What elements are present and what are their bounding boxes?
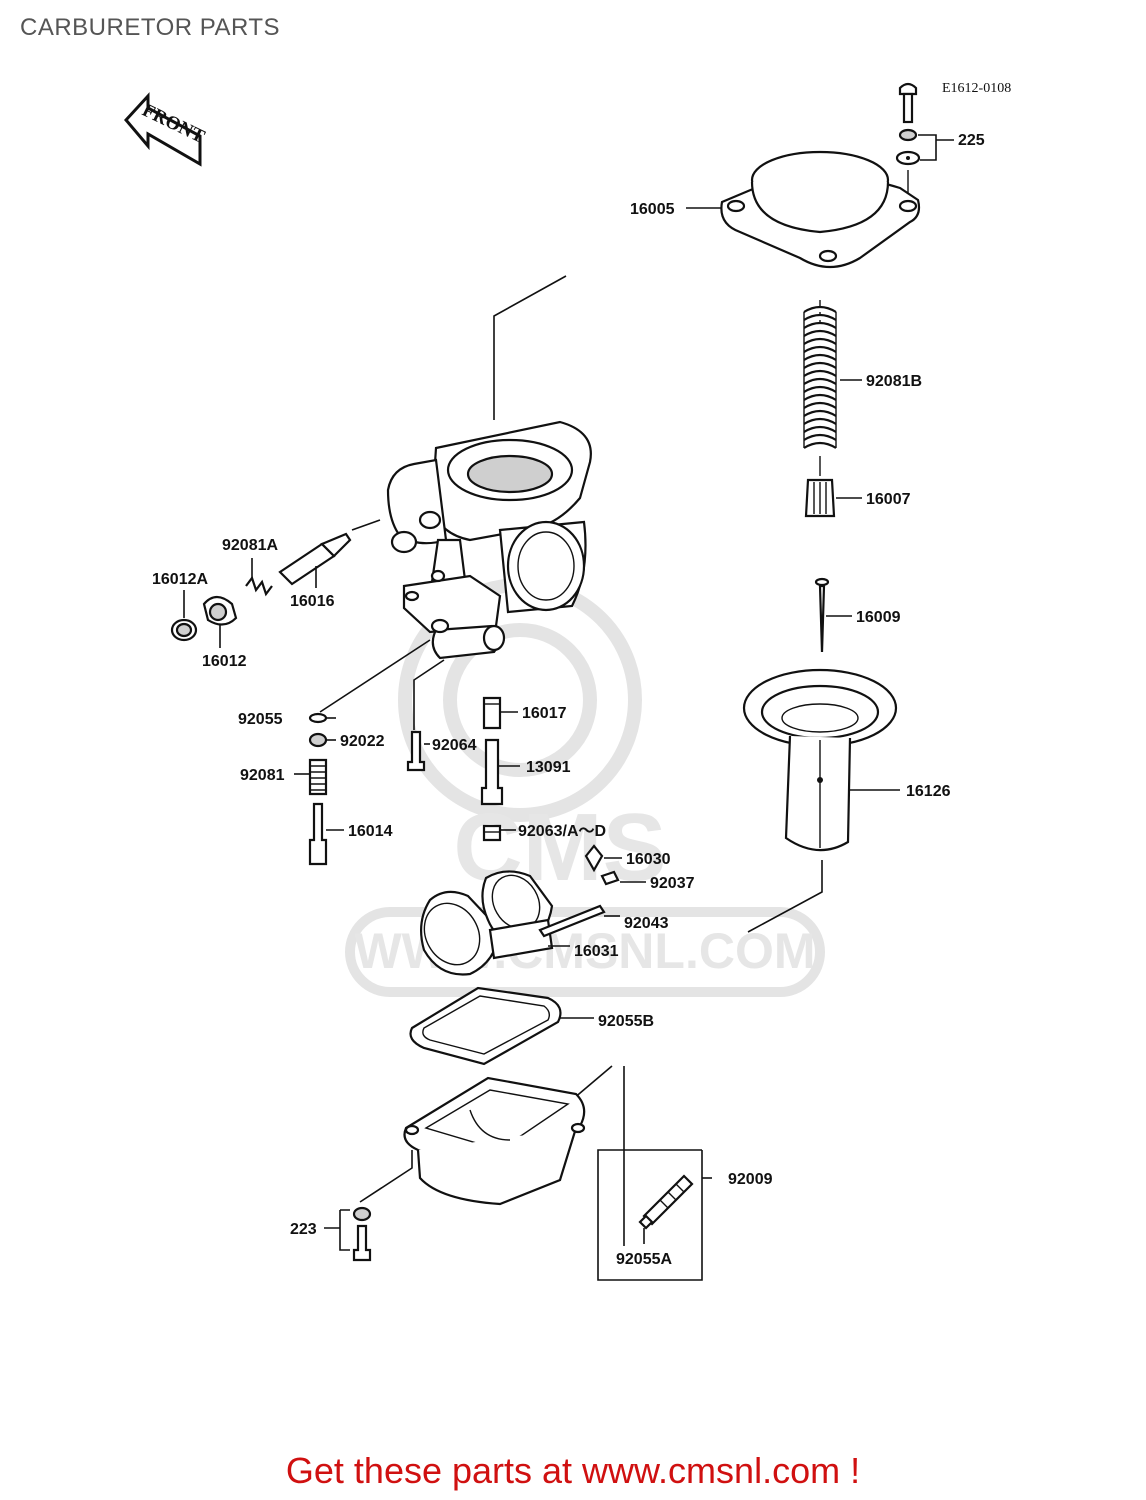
- footer-promo-text[interactable]: Get these parts at www.cmsnl.com !: [285, 1450, 861, 1491]
- top-cover-assembly: [686, 82, 954, 268]
- part-label-92064: 92064: [432, 737, 477, 754]
- part-label-92043: 92043: [624, 915, 669, 932]
- jet-needle-16009: [814, 577, 852, 653]
- drain-screw-92009: [597, 1149, 712, 1281]
- part-label-92081: 92081: [240, 767, 285, 784]
- part-label-92055: 92055: [238, 711, 283, 728]
- part-label-16012: 16012: [202, 653, 247, 670]
- part-label-13091: 13091: [526, 759, 571, 776]
- needle-holder-16007: [804, 478, 862, 518]
- part-label-16012a: 16012A: [152, 571, 208, 588]
- reference-code: E1612-0108: [942, 81, 1011, 96]
- page-title: CARBURETOR PARTS: [20, 14, 281, 41]
- part-label-16126: 16126: [906, 783, 951, 800]
- part-label-92063: 92063/A～D: [518, 823, 606, 840]
- screw-223: [324, 1206, 372, 1262]
- float-16031: [419, 870, 620, 976]
- float-bowl-gasket-92055b: [409, 986, 594, 1066]
- part-label-16009: 16009: [856, 609, 901, 626]
- part-label-16031: 16031: [574, 943, 619, 960]
- part-label-92009: 92009: [728, 1171, 773, 1188]
- float-valve: [584, 844, 646, 886]
- air-screw-assembly: [170, 532, 352, 648]
- part-label-92055a: 92055A: [616, 1251, 672, 1268]
- pilot-jet-column: [294, 712, 344, 866]
- part-label-16005: 16005: [630, 201, 675, 218]
- part-label-223: 223: [290, 1221, 317, 1238]
- part-label-225: 225: [958, 132, 985, 149]
- part-label-92055b: 92055B: [598, 1013, 654, 1030]
- part-label-16030: 16030: [626, 851, 671, 868]
- part-label-92037: 92037: [650, 875, 695, 892]
- part-label-92022: 92022: [340, 733, 385, 750]
- float-bowl: [359, 1065, 625, 1246]
- carburetor-body: [319, 275, 592, 730]
- part-labels: 225 16005 92081B 16007 16009 16126 92081…: [152, 132, 985, 1268]
- part-label-92081b: 92081B: [866, 373, 922, 390]
- spring-92081b: [803, 300, 862, 476]
- part-label-16014: 16014: [348, 823, 393, 840]
- part-label-92081a: 92081A: [222, 537, 278, 554]
- part-label-16007: 16007: [866, 491, 911, 508]
- part-label-16017: 16017: [522, 705, 567, 722]
- vacuum-piston-16126: [742, 668, 900, 933]
- front-arrow-icon: FRONT: [124, 92, 208, 167]
- main-jet-column: [406, 696, 520, 842]
- part-label-16016: 16016: [290, 593, 335, 610]
